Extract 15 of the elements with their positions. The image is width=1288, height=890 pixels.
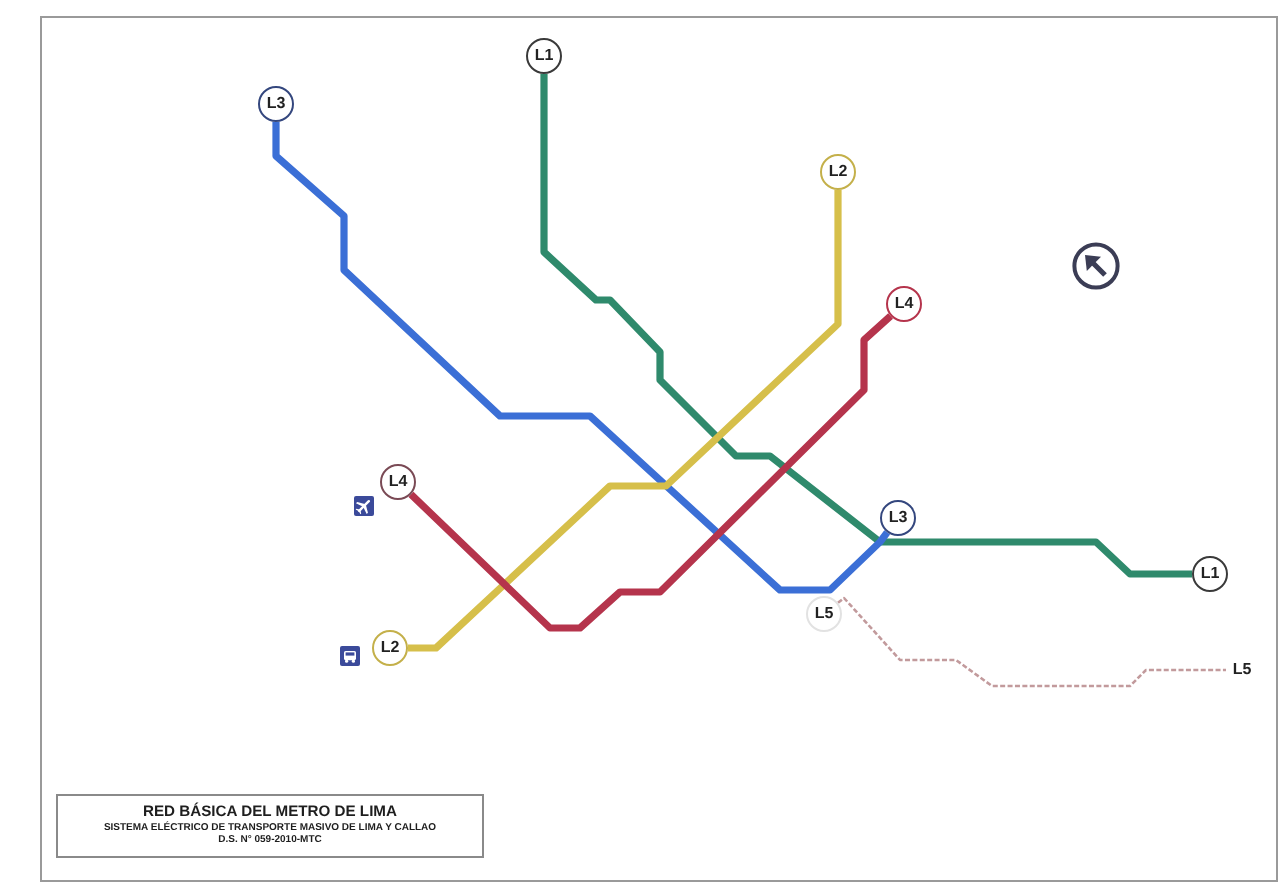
- line-terminal-marker: L4: [380, 464, 416, 500]
- metro-line: [540, 74, 1192, 578]
- metro-line: [408, 313, 893, 632]
- metro-line: [408, 190, 842, 652]
- line-terminal-marker: L3: [880, 500, 916, 536]
- line-terminal-marker: L1: [1192, 556, 1228, 592]
- metro-line: [272, 122, 891, 594]
- line-terminal-marker: L2: [372, 630, 408, 666]
- line-terminal-marker: L1: [526, 38, 562, 74]
- line-terminal-marker: L4: [886, 286, 922, 322]
- line-terminal-marker: L5: [806, 596, 842, 632]
- line-label: L5: [1226, 658, 1258, 682]
- line-terminal-marker: L2: [820, 154, 856, 190]
- line-terminal-marker: L3: [258, 86, 294, 122]
- metro-line: [837, 596, 1226, 688]
